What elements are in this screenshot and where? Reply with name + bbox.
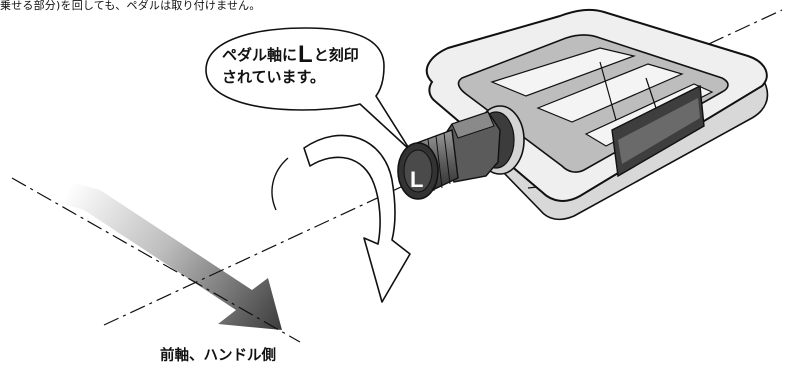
callout-text: ペダル軸にLと刻印 されています。 [222, 41, 422, 88]
direction-arrow [64, 182, 282, 330]
pedal-axle [397, 105, 525, 200]
callout-bubble [205, 27, 411, 151]
callout-line-2: されています。 [222, 68, 326, 86]
axle-mark-letter: L [410, 167, 423, 192]
callout-line-1: ペダル軸にLと刻印 [222, 41, 422, 68]
top-caption: 乗せる部分)を回しても、ペダルは取り付けません。 [0, 0, 261, 12]
callout-text-before: ペダル軸に [222, 46, 298, 64]
bike-axis-line [11, 177, 301, 343]
direction-label: 前軸、ハンドル側 [160, 348, 276, 364]
callout-text-after: と刻印 [313, 46, 359, 64]
callout-letter: L [298, 41, 313, 68]
rotation-arrow [271, 134, 411, 303]
